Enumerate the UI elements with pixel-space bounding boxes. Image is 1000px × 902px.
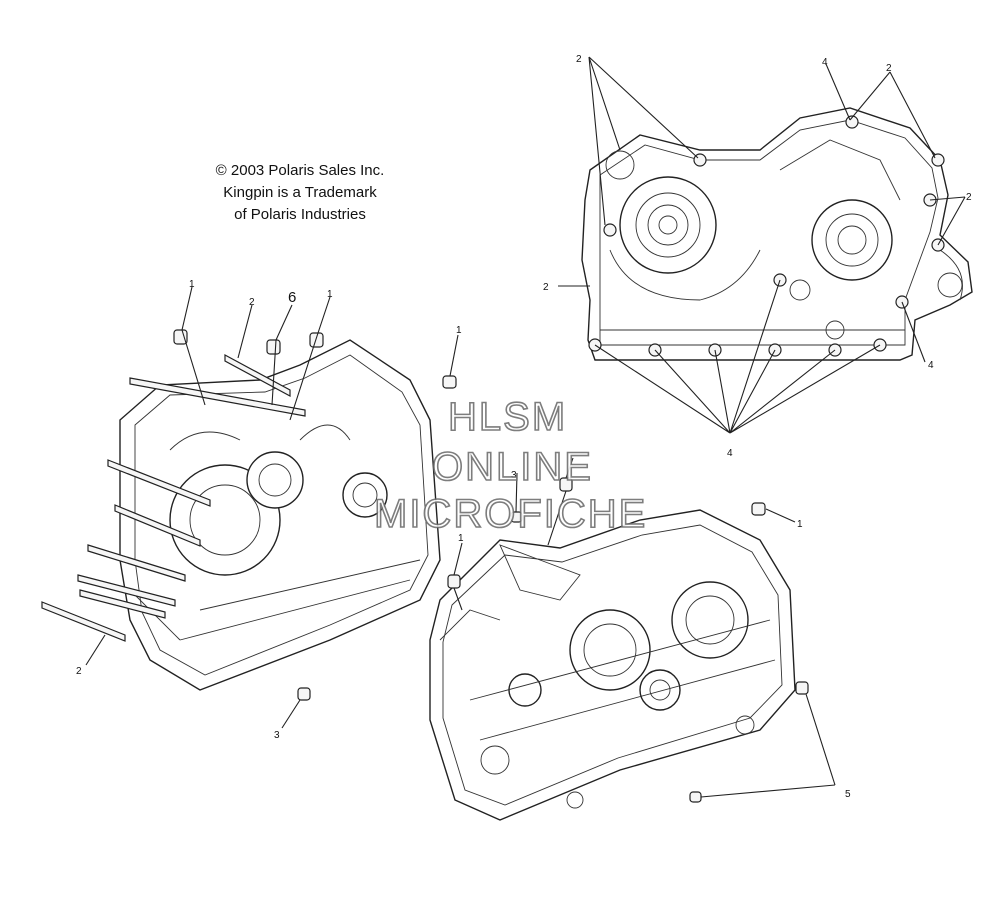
trademark-owner-line: of Polaris Industries <box>234 206 366 223</box>
callout-label: 2 <box>886 63 892 74</box>
watermark: HLSM ONLINE MICROFICHE <box>373 394 647 537</box>
callout-label: 2 <box>576 54 582 65</box>
callout-label: 4 <box>928 360 934 371</box>
callout-label: 2 <box>249 297 255 308</box>
callout-label: 2 <box>966 192 972 203</box>
watermark-line-2: ONLINE <box>432 445 593 489</box>
callout-label: 1 <box>189 279 195 290</box>
copyright-notice: © 2003 Polaris Sales Inc. Kingpin is a T… <box>205 160 395 226</box>
callout-label: 5 <box>845 789 851 800</box>
callout-label: 2 <box>76 666 82 677</box>
crankcase-left-half: 1 2 6 1 1 2 3 <box>41 279 462 741</box>
callout-label: 4 <box>822 57 828 68</box>
callout-label: 3 <box>511 470 517 481</box>
callout-label: 3 <box>274 730 280 741</box>
crankcase-side-view: 2 4 2 2 2 4 4 <box>543 54 973 459</box>
copyright-line: © 2003 Polaris Sales Inc. <box>215 162 385 179</box>
watermark-line-3: MICROFICHE <box>374 492 647 536</box>
callout-label: 4 <box>727 448 733 459</box>
trademark-line: Kingpin is a Trademark <box>223 184 377 201</box>
callout-label: 1 <box>327 289 333 300</box>
crankcase-right-half: 3 1 1 5 <box>429 457 851 821</box>
callout-label: 6 <box>288 289 296 306</box>
callout-label: 2 <box>543 282 549 293</box>
watermark-line-1: HLSM <box>448 395 567 439</box>
callout-label: 1 <box>797 519 803 530</box>
callout-label: 1 <box>458 533 464 544</box>
callout-label: 1 <box>456 325 462 336</box>
